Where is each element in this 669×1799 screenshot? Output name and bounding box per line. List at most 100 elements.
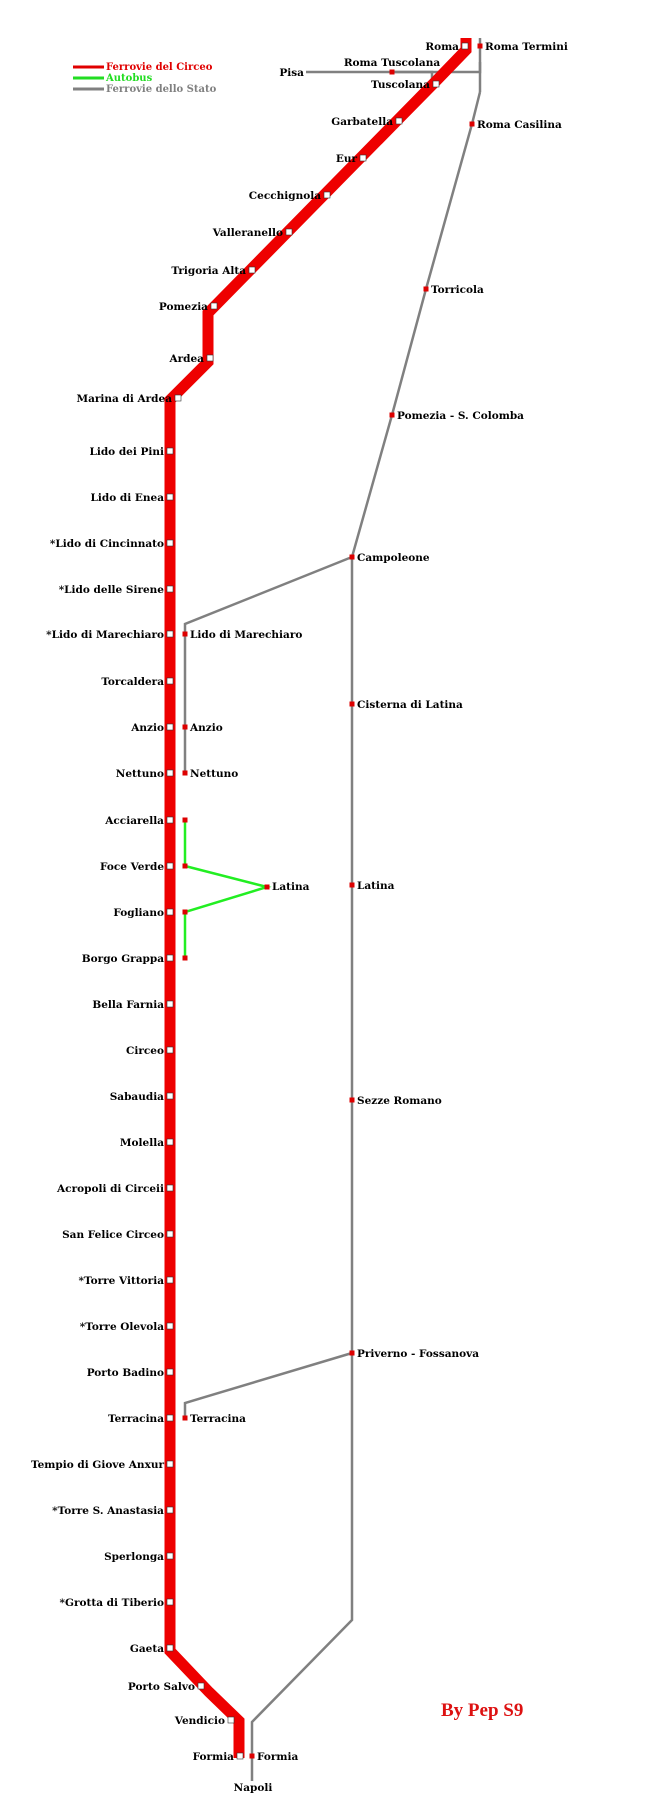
circeo-station-label: Tuscolana: [371, 79, 430, 91]
circeo-station-label: Foce Verde: [100, 861, 164, 873]
latina-bus-label: Latina: [272, 881, 310, 893]
circeo-station-label: Pomezia: [159, 301, 208, 313]
circeo-station-marker: [166, 677, 174, 685]
bus-stop-marker: [182, 909, 188, 915]
circeo-station-anzio: Anzio: [130, 722, 174, 734]
circeo-station-nettuno: Nettuno: [116, 768, 174, 780]
circeo-station-label: *Lido delle Sirene: [59, 584, 165, 596]
fs-station-marker: [182, 770, 188, 776]
credit: By Pep S9: [441, 1700, 523, 1721]
fs-station-label: Pomezia - S. Colomba: [397, 410, 524, 422]
circeo-station-label: Cecchignola: [249, 190, 321, 202]
circeo-station-marker: [323, 191, 331, 199]
circeo-station-sperlonga: Sperlonga: [104, 1551, 174, 1563]
fs-station-label: Lido di Marechiaro: [190, 629, 302, 641]
circeo-station-fogliano: Fogliano: [113, 907, 174, 919]
bus-stop-marker: [182, 955, 188, 961]
circeo-station-label: Nettuno: [116, 768, 164, 780]
legend-fs: Ferrovie dello Stato: [106, 84, 217, 95]
circeo-station-foce-verde: Foce Verde: [100, 861, 174, 873]
fs-station-label: Roma Termini: [485, 41, 568, 53]
circeo-station-marker: [166, 585, 174, 593]
circeo-station-marker: [166, 769, 174, 777]
circeo-station-marker: [166, 954, 174, 962]
circeo-station-label: Sabaudia: [110, 1091, 164, 1103]
circeo-station-label: Vendicio: [174, 1715, 225, 1727]
fs-station-marker: [423, 286, 429, 292]
circeo-station-marker: [166, 1368, 174, 1376]
circeo-stations: RomaTuscolanaGarbatellaEurCecchignolaVal…: [31, 41, 469, 1763]
circeo-station-marker: [166, 493, 174, 501]
circeo-station-marker: [166, 1506, 174, 1514]
circeo-station-label: Ardea: [168, 353, 204, 365]
circeo-station-label: Bella Farnia: [92, 999, 164, 1011]
circeo-station-label: *Lido di Cincinnato: [50, 538, 164, 550]
bus-stop-marker: [264, 884, 270, 890]
circeo-station-label: Fogliano: [113, 907, 164, 919]
fs-station-marker: [477, 43, 483, 49]
fs-station-marker: [182, 631, 188, 637]
circeo-station-label: Acropoli di Circeii: [56, 1183, 164, 1195]
circeo-station-label: Garbatella: [331, 116, 393, 128]
circeo-station-label: Gaeta: [130, 1643, 164, 1655]
circeo-station-acciarella: Acciarella: [104, 815, 174, 827]
circeo-station-label: Porto Badino: [87, 1367, 164, 1379]
fs-station-roma-tuscolana: Roma Tuscolana: [344, 57, 440, 75]
bus-lines: [183, 820, 272, 958]
fs-station-label: Campoleone: [357, 552, 430, 564]
circeo-station-tuscolana: Tuscolana: [371, 79, 440, 91]
fs-station-priverno-fossanova: Priverno - Fossanova: [349, 1348, 479, 1360]
circeo-station-label: Terracina: [108, 1413, 164, 1425]
circeo-station-marina-di-ardea: Marina di Ardea: [76, 393, 182, 405]
circeo-station-label: Molella: [120, 1137, 164, 1149]
circeo-station-marker: [166, 1552, 174, 1560]
circeo-station-lido-di-marechiaro: *Lido di Marechiaro: [46, 629, 174, 641]
fs-station-label: Sezze Romano: [357, 1095, 442, 1107]
circeo-station-label: Tempio di Giove Anxur: [31, 1459, 164, 1471]
circeo-station-label: Lido dei Pini: [89, 446, 164, 458]
fs-lines: [183, 38, 482, 1781]
fs-station-label: Latina: [357, 880, 395, 892]
circeo-station-label: Formia: [193, 1751, 235, 1763]
fs-station-campoleone: Campoleone: [349, 552, 430, 564]
circeo-station-marker: [166, 908, 174, 916]
fs-station-label: Anzio: [189, 722, 223, 734]
circeo-station-marker: [166, 539, 174, 547]
circeo-station-label: Acciarella: [104, 815, 164, 827]
circeo-station-tempio-di-giove-anxur: Tempio di Giove Anxur: [31, 1459, 174, 1471]
circeo-station-marker: [395, 117, 403, 125]
legend-autobus: Autobus: [105, 73, 153, 84]
fs-station-roma-casilina: Roma Casilina: [469, 119, 562, 131]
circeo-station-porto-salvo: Porto Salvo: [128, 1681, 205, 1693]
circeo-station-marker: [166, 723, 174, 731]
circeo-station-torre-vittoria: *Torre Vittoria: [79, 1275, 174, 1287]
circeo-station-marker: [166, 816, 174, 824]
fs-station-formia: Formia: [249, 1751, 299, 1763]
circeo-station-bella-farnia: Bella Farnia: [92, 999, 174, 1011]
circeo-station-label: *Torre S. Anastasia: [52, 1505, 164, 1517]
circeo-station-marker: [166, 1184, 174, 1192]
circeo-station-valleranello: Valleranello: [212, 227, 293, 239]
circeo-station-marker: [236, 1752, 244, 1760]
fs-station-label: Nettuno: [190, 768, 238, 780]
circeo-station-molella: Molella: [120, 1137, 174, 1149]
fs-station-lido-di-marechiaro: Lido di Marechiaro: [182, 629, 302, 641]
fs-station-terracina: Terracina: [182, 1413, 246, 1425]
fs-station-marker: [182, 1415, 188, 1421]
circeo-station-marker: [166, 1644, 174, 1652]
circeo-station-marker: [197, 1682, 205, 1690]
circeo-station-trigoria-alta: Trigoria Alta: [171, 265, 256, 277]
circeo-station-label: Trigoria Alta: [171, 265, 246, 277]
circeo-station-ardea: Ardea: [168, 353, 214, 365]
fs-station-cisterna-di-latina: Cisterna di Latina: [349, 699, 463, 711]
circeo-station-label: *Lido di Marechiaro: [46, 629, 164, 641]
fs-station-torricola: Torricola: [423, 284, 484, 296]
fs-station-marker: [349, 554, 355, 560]
circeo-station-label: *Torre Olevola: [80, 1321, 164, 1333]
fs-station-label: Priverno - Fossanova: [357, 1348, 479, 1360]
circeo-station-label: Marina di Ardea: [76, 393, 172, 405]
fs-station-latina: Latina: [349, 880, 395, 892]
circeo-station-borgo-grappa: Borgo Grappa: [82, 953, 174, 965]
bus-stop-marker: [182, 817, 188, 823]
